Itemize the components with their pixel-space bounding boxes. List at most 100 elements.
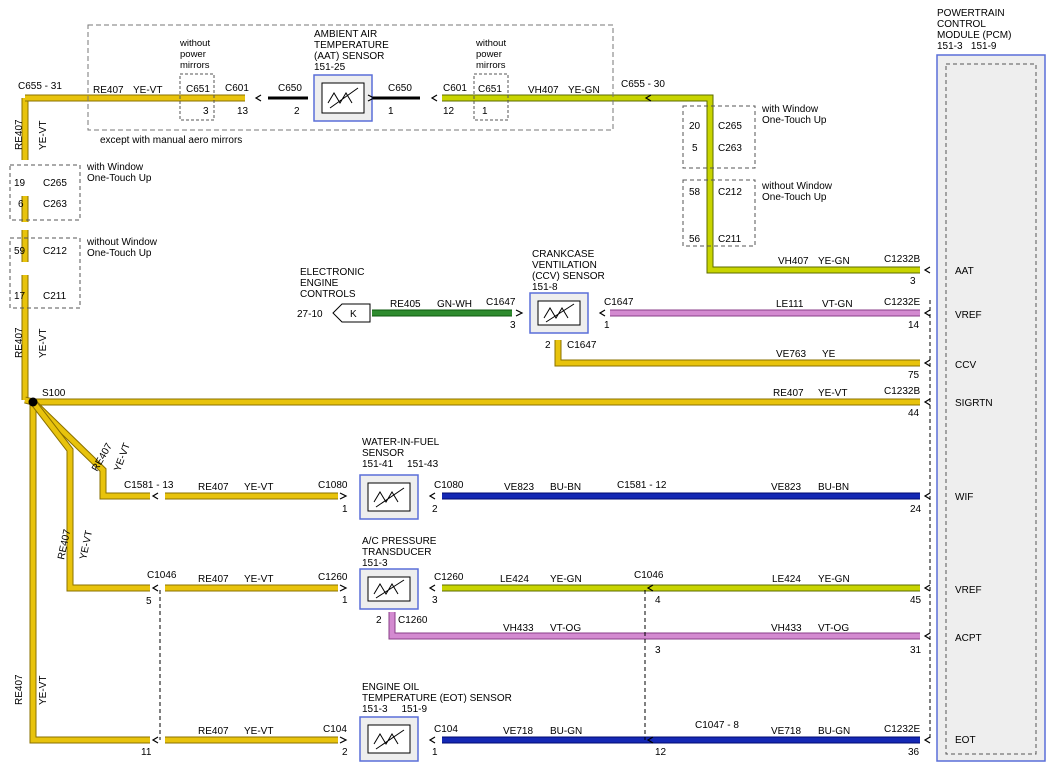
wif-right-color: BU-BN [550, 482, 581, 493]
wif-title-1: WATER-IN-FUEL [362, 437, 440, 448]
acp-left-conn: C1260 [318, 572, 348, 583]
ccv-vref-pin: 14 [908, 320, 920, 331]
ccv-left-conn: C1647 [486, 297, 516, 308]
left-note2-line2: One-Touch Up [87, 248, 152, 259]
acp-left-pin: 1 [342, 595, 348, 606]
left-branch-circuit-mid: RE407 [14, 327, 25, 358]
wif-left-pin: 1 [342, 504, 348, 515]
pcm-pin-vref2: VREF [955, 585, 982, 596]
c650-left-label: C650 [278, 83, 302, 94]
left-branch-color-top: YE-VT [38, 121, 49, 150]
pcm-refs: 151-3 151-9 [937, 41, 997, 52]
eot-left-color: YE-VT [244, 726, 273, 737]
left-note1-line2: One-Touch Up [87, 173, 152, 184]
eot-branch-circuit: RE407 [14, 674, 25, 705]
eot-left-conn: C104 [323, 724, 347, 735]
wif-right-conn: C1080 [434, 480, 464, 491]
pcm-pin-sigrtn: SIGRTN [955, 398, 993, 409]
c650-right-pin: 1 [388, 106, 394, 117]
ccv-bottom-conn: C1647 [567, 340, 597, 351]
wif-section: RE407 YE-VT C1581 - 13 RE407 YE-VT C1080… [90, 437, 931, 520]
right-branch: with Window One-Touch Up 20 C265 5 C263 … [682, 104, 931, 287]
aat-wire-left-circuit: RE407 [93, 85, 124, 96]
aat-note-right-3: mirrors [476, 60, 506, 71]
c651-left-label: C651 [186, 84, 210, 95]
ccv-vref-conn: C1232E [884, 297, 920, 308]
wif-right-circuit: VE823 [504, 482, 534, 493]
right-note2-line2: One-Touch Up [762, 192, 827, 203]
pcm-pin-vref1: VREF [955, 310, 982, 321]
ccv-left-circuit: RE405 [390, 299, 421, 310]
left-c265-label: C265 [43, 178, 67, 189]
acp-title-1: A/C PRESSURE [362, 536, 437, 547]
ccv-right-pin: 1 [604, 320, 610, 331]
acp-mid-pin: 4 [655, 595, 661, 606]
wif-left-circuit: RE407 [198, 482, 229, 493]
eot-section: RE407 YE-VT 11 RE407 YE-VT C104 2 ENGINE… [14, 674, 931, 762]
aat-title-3: (AAT) SENSOR [314, 51, 384, 62]
ccv-right-conn: C1647 [604, 297, 634, 308]
aat-note-left-1: without [179, 38, 210, 49]
aat-title-1: AMBIENT AIR [314, 29, 377, 40]
right-c265-label: C265 [718, 121, 742, 132]
acp-right-pin: 3 [432, 595, 438, 606]
c601-left-pin: 13 [237, 106, 249, 117]
eec-ref: 27-10 [297, 309, 323, 320]
eot-title-2: TEMPERATURE (EOT) SENSOR [362, 693, 512, 704]
wif-refs: 151-41 151-43 [362, 459, 439, 470]
eot-pcm-conn: C1232E [884, 724, 920, 735]
right-c212-label: C212 [718, 187, 742, 198]
ccv-sig-pin: 75 [908, 370, 920, 381]
acp-mid-conn: C1046 [634, 570, 664, 581]
ccv-sig-color: YE [822, 349, 836, 360]
right-note1-line2: One-Touch Up [762, 115, 827, 126]
sigrtn-pin: 44 [908, 408, 920, 419]
ccv-left-pin: 3 [510, 320, 516, 331]
c650-right-label: C650 [388, 83, 412, 94]
right-note1-line1: with Window [761, 104, 819, 115]
ccv-vref-circuit: LE111 [776, 299, 804, 310]
ccv-left-color: GN-WH [437, 299, 472, 310]
pcm-pin-acpt: ACPT [955, 633, 982, 644]
c651-left-pin: 3 [203, 106, 209, 117]
ccv-ref: 151-8 [532, 282, 558, 293]
dashed-lines [159, 300, 931, 740]
pcm-pin-eot: EOT [955, 735, 976, 746]
acp-sig-pcm-color: VT-OG [818, 623, 849, 634]
eot-mid-conn: C1047 - 8 [695, 720, 739, 731]
c655-right-label: C655 - 30 [621, 79, 665, 90]
acp-sig-circuit: VH433 [503, 623, 534, 634]
aat-pcm-pin: 3 [910, 276, 916, 287]
ccv-vref-color: VT-GN [822, 299, 853, 310]
acp-left-far-conn: C1046 [147, 570, 177, 581]
eot-pcm-pin: 36 [908, 747, 920, 758]
acp-sig-pcm-pin: 31 [910, 645, 922, 656]
c651-right-pin: 1 [482, 106, 488, 117]
acp-section: RE407 YE-VT C1046 5 RE407 YE-VT C1260 1 … [56, 528, 931, 656]
wif-left-conn: C1080 [318, 480, 348, 491]
left-c265-pin: 19 [14, 178, 26, 189]
pcm-pin-ccv: CCV [955, 360, 976, 371]
sigrtn-conn: C1232B [884, 386, 920, 397]
left-c212-label: C212 [43, 246, 67, 257]
sigrtn-circuit: RE407 [773, 388, 804, 399]
acp-bottom-conn: C1260 [398, 615, 428, 626]
wif-pcm-pin: 24 [910, 504, 922, 515]
eec-flag [332, 303, 371, 323]
aat-wire-right-circuit: VH407 [528, 85, 559, 96]
c655-left-label: C655 - 31 [18, 81, 62, 92]
left-c212-pin: 59 [14, 246, 26, 257]
acp-left-far-pin: 5 [146, 596, 152, 607]
eot-pcm-circuit: VE718 [771, 726, 801, 737]
aat-pcm-circuit: VH407 [778, 256, 809, 267]
aat-section: except with manual aero mirrors C655 - 3… [18, 24, 665, 146]
acp-pcm-circuit: LE424 [772, 574, 801, 585]
aat-wire-right-color: YE-GN [568, 85, 600, 96]
acp-left-color: YE-VT [244, 574, 273, 585]
ccv-title-2: VENTILATION [532, 260, 597, 271]
c601-right-label: C601 [443, 83, 467, 94]
right-c211-label: C211 [718, 234, 742, 245]
ccv-bottom-pin: 2 [545, 340, 551, 351]
eot-pcm-color: BU-GN [818, 726, 850, 737]
acp-right-circuit: LE424 [500, 574, 529, 585]
